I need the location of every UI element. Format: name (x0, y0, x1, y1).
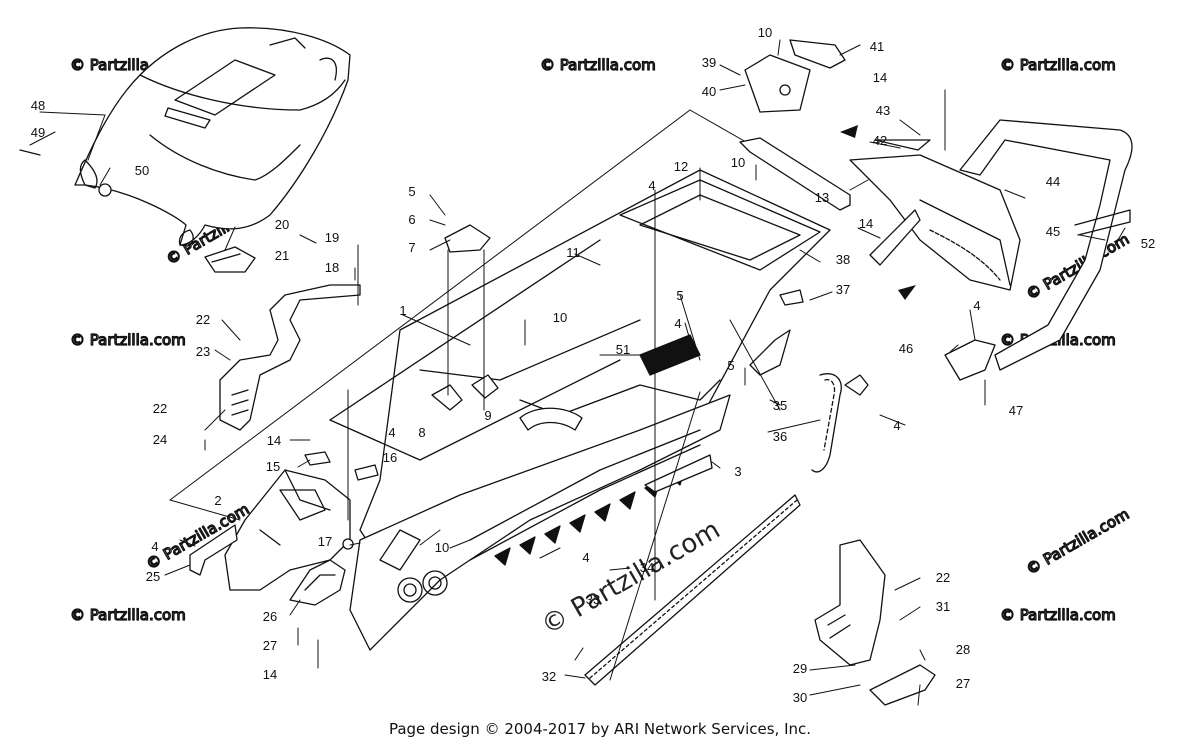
callout-41[interactable]: 41 (870, 39, 884, 54)
callout-45[interactable]: 45 (1046, 224, 1060, 239)
callout-52[interactable]: 52 (1141, 236, 1155, 251)
callout-13[interactable]: 13 (815, 190, 829, 205)
callout-39[interactable]: 39 (702, 55, 716, 70)
callout-51[interactable]: 51 (616, 342, 630, 357)
callout-4[interactable]: 4 (648, 178, 655, 193)
watermark-large: © Partzilla.com (537, 515, 726, 641)
watermark: © Partzilla.com (70, 331, 186, 349)
taillight (744, 39, 846, 113)
callout-5[interactable]: 5 (408, 184, 415, 199)
plate-26 (289, 559, 346, 606)
callout-9[interactable]: 9 (484, 408, 491, 423)
callout-21[interactable]: 21 (275, 248, 289, 263)
callout-28[interactable]: 28 (956, 642, 970, 657)
callout-8[interactable]: 8 (418, 425, 425, 440)
callout-38[interactable]: 38 (836, 252, 850, 267)
callout-35[interactable]: 35 (773, 398, 787, 413)
pad-28 (869, 664, 936, 706)
watermark: © Partzilla.com (1000, 606, 1116, 624)
watermark: © Partzilla.com (70, 606, 186, 624)
front-bracket (224, 469, 351, 591)
watermark: © Partzilla.com (1000, 56, 1116, 74)
callout-23[interactable]: 23 (196, 344, 210, 359)
callout-32[interactable]: 32 (542, 669, 556, 684)
callout-42[interactable]: 42 (873, 133, 887, 148)
callout-15[interactable]: 15 (266, 459, 280, 474)
callout-2[interactable]: 2 (214, 493, 221, 508)
callout-44[interactable]: 44 (1046, 174, 1060, 189)
callout-14[interactable]: 14 (873, 70, 887, 85)
callout-50[interactable]: 50 (135, 163, 149, 178)
callout-40[interactable]: 40 (702, 84, 716, 99)
callout-18[interactable]: 18 (325, 260, 339, 275)
callout-10[interactable]: 10 (758, 25, 772, 40)
callout-4[interactable]: 4 (388, 425, 395, 440)
callout-19[interactable]: 19 (325, 230, 339, 245)
direction-arrows (840, 125, 916, 300)
callout-43[interactable]: 43 (876, 103, 890, 118)
vent-20 (204, 246, 256, 273)
callout-14[interactable]: 14 (267, 433, 281, 448)
callout-4[interactable]: 4 (582, 550, 589, 565)
callout-1[interactable]: 1 (399, 303, 406, 318)
callout-27[interactable]: 27 (263, 638, 277, 653)
callout-14[interactable]: 14 (859, 216, 873, 231)
callout-22[interactable]: 22 (153, 401, 167, 416)
callout-10[interactable]: 10 (553, 310, 567, 325)
bracket-25 (189, 524, 238, 576)
callout-37[interactable]: 37 (836, 282, 850, 297)
callout-12[interactable]: 12 (674, 159, 688, 174)
step-bracket-23 (219, 284, 361, 431)
callout-48[interactable]: 48 (31, 98, 45, 113)
callout-27[interactable]: 27 (956, 676, 970, 691)
rear-rail (739, 137, 921, 266)
callout-14[interactable]: 14 (263, 667, 277, 682)
running-board (584, 494, 801, 686)
callout-20[interactable]: 20 (275, 217, 289, 232)
callout-24[interactable]: 24 (153, 432, 167, 447)
callout-29[interactable]: 29 (793, 661, 807, 676)
callout-10[interactable]: 10 (435, 540, 449, 555)
callout-4[interactable]: 4 (893, 418, 900, 433)
callout-11[interactable]: 11 (566, 245, 580, 260)
callout-46[interactable]: 46 (899, 341, 913, 356)
rear-flap (849, 139, 1021, 291)
watermark: © Partzilla.com (540, 56, 656, 74)
callout-34[interactable]: 34 (640, 560, 654, 575)
callout-5[interactable]: 5 (676, 288, 683, 303)
callout-49[interactable]: 49 (31, 125, 45, 140)
callouts: 1 2 3 4 4 4 4 4 4 4 4 5 5 5 6 7 8 9 10 1… (31, 25, 1155, 705)
copyright-footer: Page design © 2004-2017 by ARI Network S… (388, 720, 812, 738)
leader-lines (29, 39, 1126, 706)
watermark: © Partzilla.com (1023, 505, 1132, 578)
callout-16[interactable]: 16 (383, 450, 397, 465)
callout-22[interactable]: 22 (936, 570, 950, 585)
footrest (814, 539, 886, 666)
callout-5[interactable]: 5 (727, 358, 734, 373)
callout-17[interactable]: 17 (318, 534, 332, 549)
callout-10[interactable]: 10 (731, 155, 745, 170)
grab-handle (749, 329, 869, 473)
hitch (944, 339, 996, 381)
callout-26[interactable]: 26 (263, 609, 277, 624)
callout-30[interactable]: 30 (793, 690, 807, 705)
callout-4[interactable]: 4 (674, 316, 681, 331)
callout-36[interactable]: 36 (773, 429, 787, 444)
callout-6[interactable]: 6 (408, 212, 415, 227)
rear-bumper (959, 119, 1133, 371)
callout-7[interactable]: 7 (408, 240, 415, 255)
callout-31[interactable]: 31 (936, 599, 950, 614)
callout-3[interactable]: 3 (734, 464, 741, 479)
callout-22[interactable]: 22 (196, 312, 210, 327)
callout-4[interactable]: 4 (973, 298, 980, 313)
callout-33[interactable]: 33 (586, 592, 600, 607)
seat (74, 27, 351, 247)
callout-47[interactable]: 47 (1009, 403, 1023, 418)
callout-25[interactable]: 25 (146, 569, 160, 584)
callout-4[interactable]: 4 (151, 539, 158, 554)
